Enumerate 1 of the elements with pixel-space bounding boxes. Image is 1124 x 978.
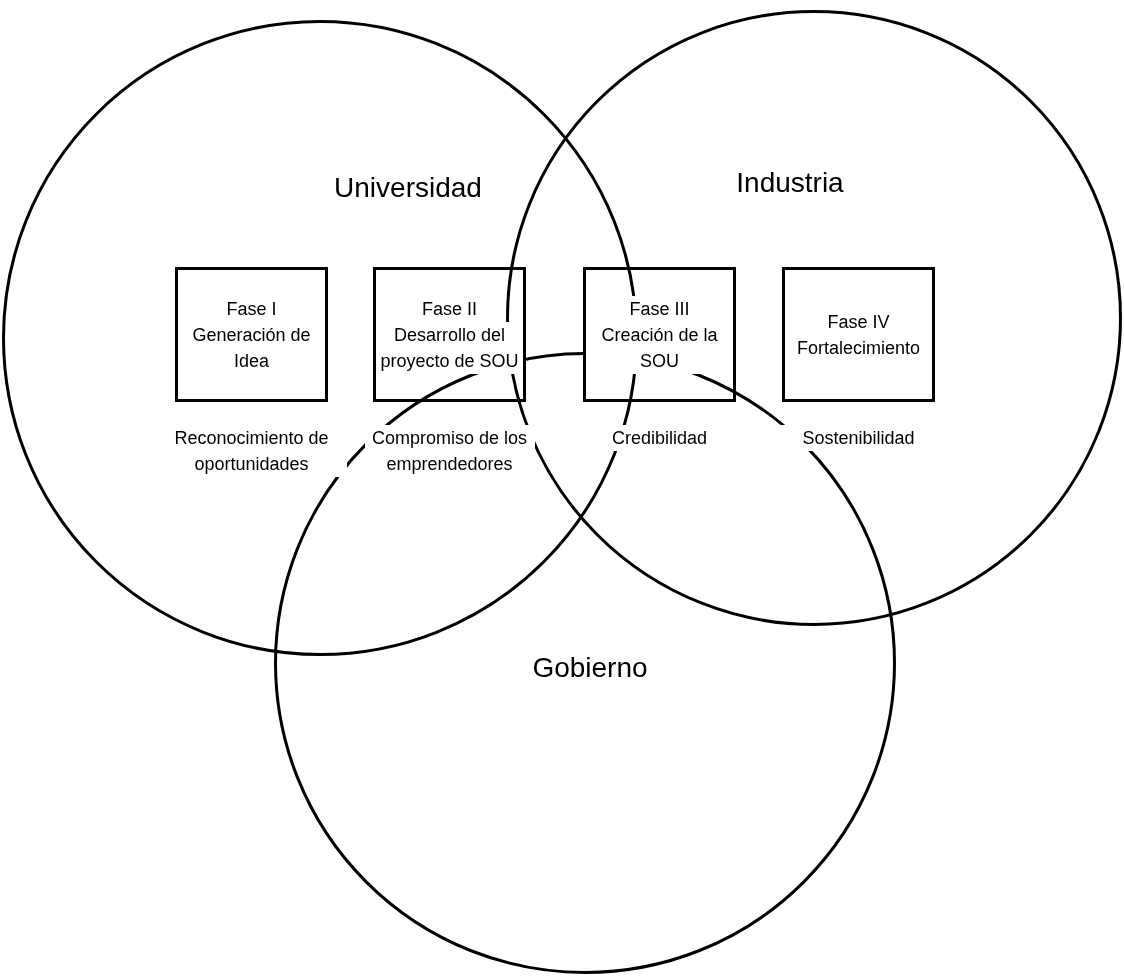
- phase-outcome: Compromiso de los emprendedores: [364, 425, 535, 477]
